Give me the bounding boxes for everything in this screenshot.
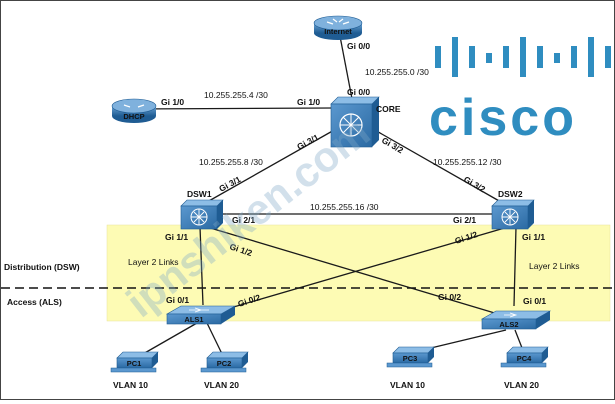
pc3-icon[interactable]: PC3 <box>386 346 435 368</box>
if-dsw2-gi11: Gi 1/1 <box>522 232 545 242</box>
if-dsw1-gi11: Gi 1/1 <box>165 232 188 242</box>
pc1-icon[interactable]: PC1 <box>110 351 159 373</box>
pc4-icon[interactable]: PC4 <box>500 346 549 368</box>
subnet-dsw1-dsw2: 10.255.255.16 /30 <box>310 202 379 212</box>
pc4-vlan: VLAN 20 <box>504 380 539 390</box>
if-dsw1-gi31: Gi 3/1 <box>217 174 242 194</box>
pc4-label: PC4 <box>517 354 532 363</box>
subnet-core-dhcp: 10.255.255.4 /30 <box>204 90 268 100</box>
if-dhcp-gi10: Gi 1/0 <box>161 97 184 107</box>
als1-switch-icon[interactable]: ALS1 <box>165 305 237 325</box>
if-als2-gi01: Gi 0/1 <box>523 296 546 306</box>
cisco-logo: cisco <box>429 37 611 147</box>
if-als2-gi02: Gi 0/2 <box>438 292 461 302</box>
if-als1-gi01: Gi 0/1 <box>166 295 189 305</box>
pc3-vlan: VLAN 10 <box>390 380 425 390</box>
if-dsw2-gi32: Gi 3/2 <box>462 174 487 194</box>
dsw1-label: DSW1 <box>187 189 212 199</box>
pc2-vlan: VLAN 20 <box>204 380 239 390</box>
layer2-zone <box>106 224 611 322</box>
cisco-wordmark: cisco <box>429 89 577 147</box>
subnet-core-dsw2: 10.255.255.12 /30 <box>433 157 502 167</box>
dhcp-router-icon[interactable]: DHCP <box>111 98 157 123</box>
links <box>130 30 525 359</box>
dsw1-switch-icon[interactable] <box>180 199 224 230</box>
internet-router-icon[interactable]: Internet <box>313 15 363 40</box>
subnet-core-internet: 10.255.255.0 /30 <box>365 67 429 77</box>
pc1-vlan: VLAN 10 <box>113 380 148 390</box>
pc2-icon[interactable]: PC2 <box>200 351 249 373</box>
core-switch-icon[interactable] <box>330 96 380 148</box>
pc1-label: PC1 <box>127 359 142 368</box>
pc2-label: PC2 <box>217 359 232 368</box>
subnet-core-dsw1: 10.255.255.8 /30 <box>199 157 263 167</box>
layer2-links-left: Layer 2 Links <box>128 257 179 267</box>
if-dsw1-gi21: Gi 2/1 <box>232 215 255 225</box>
zone-distribution-label: Distribution (DSW) <box>4 262 80 272</box>
layer2-links-right: Layer 2 Links <box>529 261 580 271</box>
if-core-gi10: Gi 1/0 <box>297 97 320 107</box>
dsw2-switch-icon[interactable] <box>491 199 535 230</box>
pc3-label: PC3 <box>403 354 418 363</box>
internet-label: Internet <box>324 27 352 36</box>
if-internet-gi00: Gi 0/0 <box>347 41 370 51</box>
if-core-gi32: Gi 3/2 <box>380 135 405 155</box>
if-core-gi00: Gi 0/0 <box>347 87 370 97</box>
if-dsw2-gi21: Gi 2/1 <box>453 215 476 225</box>
als2-label: ALS2 <box>499 320 518 329</box>
zone-access-label: Access (ALS) <box>7 297 62 307</box>
core-label: CORE <box>376 104 401 114</box>
als1-label: ALS1 <box>184 315 203 324</box>
dhcp-label: DHCP <box>123 112 144 121</box>
dsw2-label: DSW2 <box>498 189 523 199</box>
als2-switch-icon[interactable]: ALS2 <box>480 310 552 330</box>
